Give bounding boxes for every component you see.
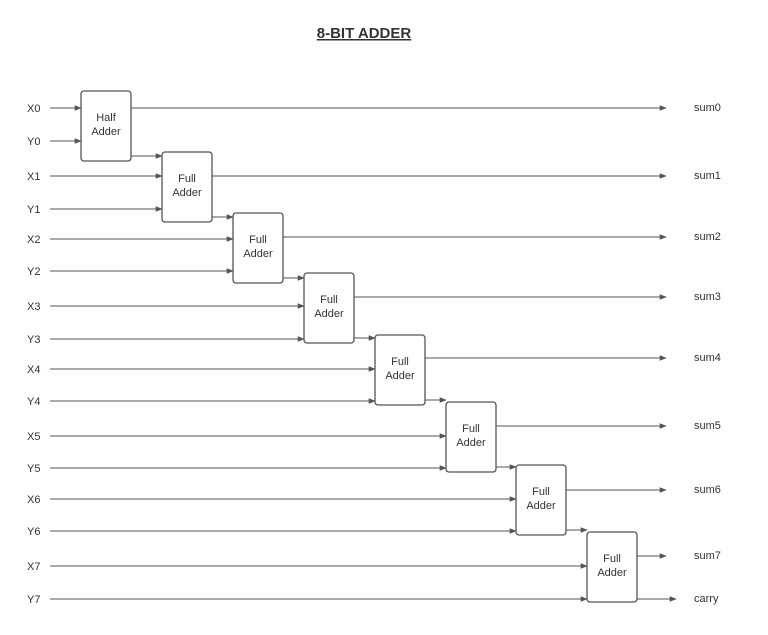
- output-label: sum6: [694, 484, 721, 496]
- input-label: Y3: [27, 334, 40, 346]
- input-label: Y2: [27, 266, 40, 278]
- output-label: sum3: [694, 291, 721, 303]
- input-label: X4: [27, 364, 40, 376]
- adder-label-line1: Full: [178, 173, 196, 185]
- adder-box: [232, 212, 284, 284]
- adder-label-line2: Adder: [597, 567, 627, 579]
- adder-label-line2: Adder: [243, 248, 273, 260]
- adder-label-line2: Adder: [91, 126, 121, 138]
- output-label: sum0: [694, 102, 721, 114]
- adder-label-line2: Adder: [385, 370, 415, 382]
- adder-label-line1: Half: [96, 112, 117, 124]
- input-label: Y6: [27, 526, 40, 538]
- input-label: X0: [27, 103, 40, 115]
- adder-label-line1: Full: [603, 553, 621, 565]
- adder-box: [515, 464, 567, 536]
- adder-box: [303, 272, 355, 344]
- input-label: Y4: [27, 396, 40, 408]
- adder-label-line2: Adder: [172, 187, 202, 199]
- adder-label-line2: Adder: [456, 437, 486, 449]
- adder-box: [586, 531, 638, 603]
- input-label: Y5: [27, 463, 40, 475]
- output-label: sum1: [694, 170, 721, 182]
- input-label: X2: [27, 234, 40, 246]
- input-label: X3: [27, 301, 40, 313]
- input-label: Y1: [27, 204, 40, 216]
- adder-label-line2: Adder: [314, 308, 344, 320]
- adder-label-line1: Full: [391, 356, 409, 368]
- adder-box: [374, 334, 426, 406]
- input-label: Y7: [27, 594, 40, 606]
- diagram-title: 8-BIT ADDER: [317, 25, 412, 42]
- input-label: X5: [27, 431, 40, 443]
- adder-blocks: HalfAdderFullAdderFullAdderFullAdderFull…: [80, 90, 638, 603]
- adder-label-line1: Full: [462, 423, 480, 435]
- input-label: X7: [27, 561, 40, 573]
- adder-box: [161, 151, 213, 223]
- adder-label-line2: Adder: [526, 500, 556, 512]
- output-label: carry: [694, 593, 719, 605]
- wires-layer: [50, 105, 677, 602]
- output-label: sum5: [694, 420, 721, 432]
- input-label: Y0: [27, 136, 40, 148]
- output-label: sum4: [694, 352, 721, 364]
- adder-box: [80, 90, 132, 162]
- input-label: X6: [27, 494, 40, 506]
- input-label: X1: [27, 171, 40, 183]
- adder-label-line1: Full: [249, 234, 267, 246]
- output-label: sum2: [694, 231, 721, 243]
- adder-label-line1: Full: [532, 486, 550, 498]
- output-label: sum7: [694, 550, 721, 562]
- adder-label-line1: Full: [320, 294, 338, 306]
- adder-box: [445, 401, 497, 473]
